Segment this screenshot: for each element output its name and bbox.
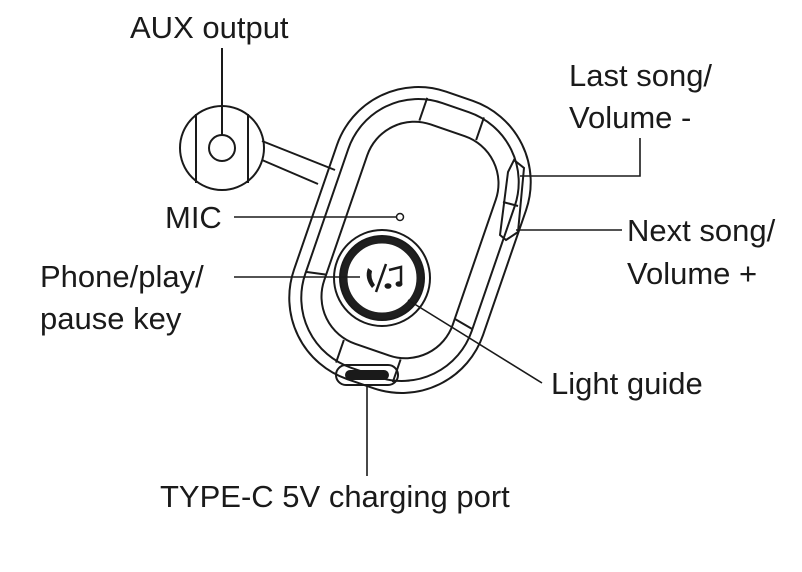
volume-rocker xyxy=(498,158,526,242)
jack-port-icon xyxy=(179,48,336,191)
mic-hole xyxy=(395,212,405,222)
label-last-song-line2: Volume - xyxy=(569,100,691,135)
leader-light-guide xyxy=(407,299,543,384)
usb-c-port-icon xyxy=(335,364,399,386)
label-next-song-line2: Volume + xyxy=(627,256,757,291)
label-light-guide: Light guide xyxy=(551,366,703,401)
leader-last-song xyxy=(520,138,641,177)
phone-music-icon[interactable] xyxy=(333,229,431,327)
label-aux-output: AUX output xyxy=(130,10,289,45)
label-last-song-line1: Last song/ xyxy=(569,58,712,93)
side-buttons[interactable] xyxy=(498,158,526,242)
label-charging-port: TYPE-C 5V charging port xyxy=(160,479,510,514)
label-mic: MIC xyxy=(165,200,222,235)
label-phone-key-line1: Phone/play/ xyxy=(40,259,204,294)
leader-lines xyxy=(234,138,641,476)
label-next-song-line1: Next song/ xyxy=(627,213,776,248)
label-phone-key-line2: pause key xyxy=(40,301,182,336)
rocker-divider xyxy=(502,201,519,207)
